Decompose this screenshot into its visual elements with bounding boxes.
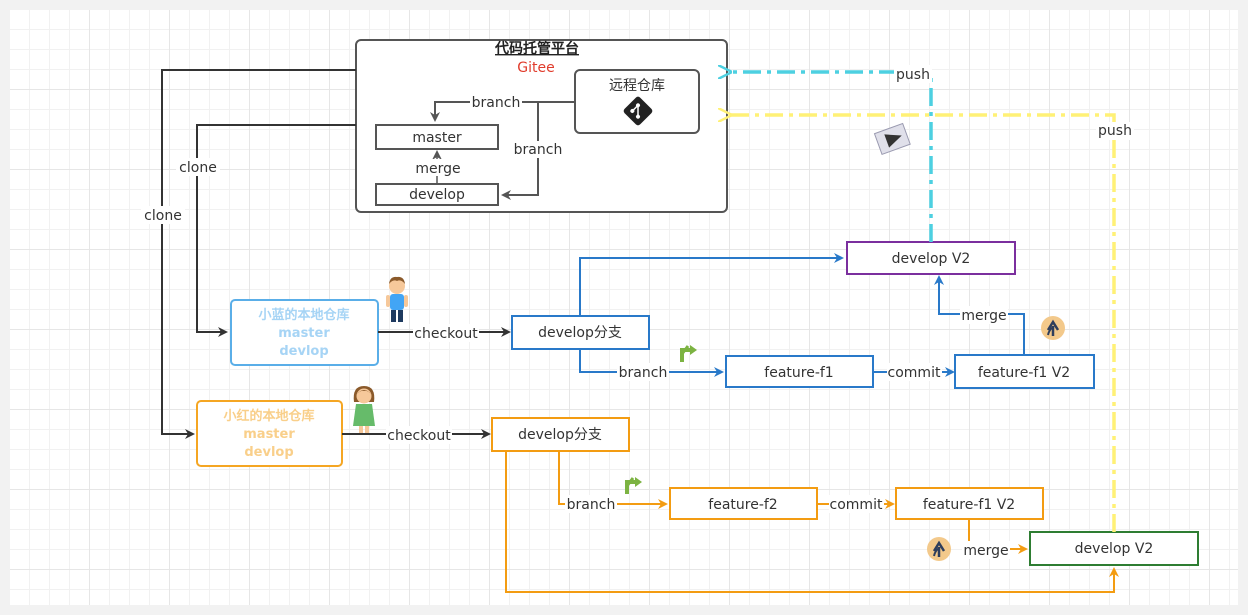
platform-title: 代码托管平台 [494, 40, 579, 57]
orange-local-master: master [243, 427, 295, 442]
master-box [375, 124, 499, 150]
diagram-canvas: 代码托管平台 Gitee 远程仓库 master develop branch … [10, 10, 1238, 605]
branch-label-top: branch [472, 95, 521, 111]
branch-label-right: branch [514, 142, 563, 158]
blue-push-label: push [896, 67, 930, 83]
orange-branch-label: branch [567, 497, 616, 513]
remote-to-develop-connector [501, 102, 539, 200]
blue-feature-label: feature-f1 [764, 365, 833, 381]
git-icon [623, 96, 653, 126]
develop-label: develop [409, 187, 465, 203]
blue-feature-v2-label: feature-f1 V2 [978, 365, 1070, 381]
orange-feature-v2-label: feature-f1 V2 [923, 497, 1015, 513]
branch-icon-orange [625, 477, 642, 494]
orange-merge-label: merge [963, 543, 1008, 559]
blue-commit-label: commit [888, 365, 941, 381]
remote-to-master-connector [430, 101, 575, 122]
blue-branch-connector [579, 349, 724, 377]
blue-local-master: master [278, 326, 330, 341]
orange-feature-box [669, 487, 818, 520]
orange-develop-branch-box [491, 417, 630, 452]
orange-commit-label: commit [830, 497, 883, 513]
cursor-icon [873, 122, 911, 156]
git-flow-diagram: 代码托管平台 Gitee 远程仓库 master develop branch … [141, 39, 1199, 593]
orange-local-title: 小红的本地仓库 [223, 408, 314, 424]
blue-branch-label: branch [619, 365, 668, 381]
remote-repo-label: 远程仓库 [609, 78, 665, 94]
blue-merge-label: merge [961, 308, 1006, 324]
orange-feature-label: feature-f2 [708, 497, 777, 513]
blue-local-develop: devlop [279, 344, 328, 359]
clone-label-blue: clone [179, 160, 217, 176]
merge-icon-blue [1041, 316, 1065, 340]
orange-develop-branch-label: develop分支 [518, 427, 602, 443]
blue-develop-v2-box [846, 241, 1016, 275]
blue-develop-branch-label: develop分支 [538, 325, 622, 341]
orange-local-develop: devlop [244, 445, 293, 460]
merge-icon-orange [927, 537, 951, 561]
boy-avatar-icon [386, 276, 408, 322]
platform-subtitle: Gitee [517, 60, 554, 76]
blue-push-connector [730, 72, 933, 242]
blue-local-title: 小蓝的本地仓库 [258, 307, 349, 323]
orange-develop-v2-label: develop V2 [1075, 541, 1154, 557]
orange-push-label: push [1098, 123, 1132, 139]
blue-feature-v2-box [954, 354, 1095, 389]
orange-develop-to-v2-connector [505, 451, 1119, 593]
clone-label-orange: clone [144, 208, 182, 224]
clone-orange-connector [161, 69, 356, 439]
clone-blue-connector [196, 124, 356, 337]
orange-checkout-label: checkout [387, 428, 451, 444]
merge-label-platform: merge [415, 161, 460, 177]
blue-checkout-label: checkout [414, 326, 478, 342]
blue-develop-v2-label: develop V2 [892, 251, 971, 267]
orange-branch-connector [558, 451, 668, 509]
blue-feature-box [725, 355, 874, 388]
orange-feature-v2-box [895, 487, 1044, 520]
orange-push-connector [730, 115, 1116, 532]
branch-icon [680, 345, 697, 362]
master-label: master [412, 130, 462, 146]
blue-develop-to-v2-connector [579, 253, 844, 316]
girl-avatar-icon [353, 386, 375, 434]
